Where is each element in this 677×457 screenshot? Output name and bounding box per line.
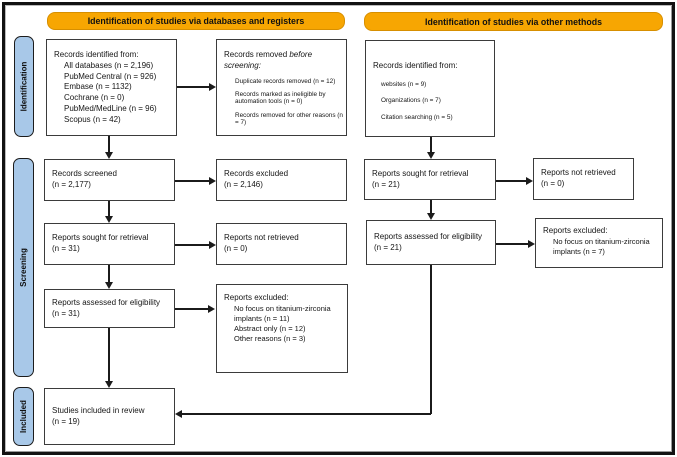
removed-duplicates: Duplicate records removed (n = 12) [235,77,336,85]
box-reports-not-retrieved: Reports not retrieved (n = 0) [216,223,347,265]
db-source-scopus: Scopus (n = 42) [64,114,121,124]
box-label: Studies included in review [52,405,145,415]
excluded-other-reasons: Other reasons (n = 3) [234,333,306,343]
box-title: Records removed before screening: [224,50,343,72]
box-count: (n = 31) [52,308,80,318]
box-count: (n = 19) [52,416,80,426]
box-records-identified-databases: Records identified from: All databases (… [46,39,177,136]
box-other-reports-assessed: Reports assessed for eligibility (n = 21… [366,220,496,265]
db-source-pubmed-medline: PubMed/MedLine (n = 96) [64,103,157,113]
excluded-abstract-only: Abstract only (n = 12) [234,323,306,333]
box-title: Records identified from: [54,50,139,59]
excluded-no-focus: No focus on titanium-zirconia implants (… [234,303,331,323]
box-count: (n = 0) [541,179,565,188]
box-label: Reports not retrieved [541,168,616,178]
box-records-identified-other: Records identified from: websites (n = 9… [365,40,495,137]
box-records-excluded: Records excluded (n = 2,146) [216,159,347,201]
box-records-removed: Records removed before screening: Duplic… [216,39,347,136]
other-excluded-no-focus: No focus on titanium-zirconia implants (… [553,236,650,256]
box-title: Reports excluded: [543,226,608,235]
box-reports-excluded: Reports excluded: No focus on titanium-z… [216,284,348,373]
stage-identification-label: Identification [19,61,29,112]
header-other-methods: Identification of studies via other meth… [364,12,663,31]
box-label: Records screened [52,169,117,179]
header-other-methods-label: Identification of studies via other meth… [425,16,602,27]
db-source-embase: Embase (n = 1132) [64,82,132,92]
box-label: Reports sought for retrieval [372,168,469,178]
box-records-screened: Records screened (n = 2,177) [44,159,175,201]
box-label: Reports assessed for eligibility [374,231,483,241]
box-label: Reports assessed for eligibility [52,297,161,307]
box-title: Records identified from: [373,61,458,70]
box-count: (n = 21) [374,242,402,252]
header-databases-registers: Identification of studies via databases … [47,12,345,30]
box-count: (n = 0) [224,244,248,253]
box-label: Reports sought for retrieval [52,233,149,243]
box-reports-sought: Reports sought for retrieval (n = 31) [44,223,175,265]
stage-screening-label: Screening [19,248,28,287]
box-studies-included: Studies included in review (n = 19) [44,388,175,445]
db-source-pubmed-central: PubMed Central (n = 926) [64,71,157,81]
db-source-cochrane: Cochrane (n = 0) [64,93,125,103]
box-label: Records excluded [224,169,289,179]
records-removed-title-italic: before screening: [224,50,313,70]
box-other-reports-excluded: Reports excluded: No focus on titanium-z… [535,218,663,268]
db-source-all-databases: All databases (n = 2,196) [64,60,154,70]
box-count: (n = 21) [372,179,400,189]
other-source-websites: websites (n = 9) [381,80,427,88]
other-source-citation-searching: Citation searching (n = 5) [381,113,453,121]
box-other-reports-sought: Reports sought for retrieval (n = 21) [364,159,496,200]
box-count: (n = 2,146) [224,180,263,189]
box-count: (n = 2,177) [52,180,91,189]
stage-identification: Identification [14,36,34,137]
box-title: Reports excluded: [224,293,289,302]
other-source-organizations: Organizations (n = 7) [381,97,441,105]
box-count: (n = 31) [52,244,80,253]
box-other-reports-not-retrieved: Reports not retrieved (n = 0) [533,158,634,200]
header-databases-registers-label: Identification of studies via databases … [87,16,305,26]
removed-other-reasons: Records removed for other reasons (n = 7… [235,111,343,127]
stage-included: Included [13,387,34,446]
stage-included-label: Included [19,400,29,433]
box-reports-assessed: Reports assessed for eligibility (n = 31… [44,289,175,328]
records-removed-title-regular: Records removed [224,50,290,59]
removed-ineligible-automation: Records marked as ineligible by automati… [235,91,326,106]
stage-screening: Screening [13,158,34,377]
box-label: Reports not retrieved [224,233,299,243]
